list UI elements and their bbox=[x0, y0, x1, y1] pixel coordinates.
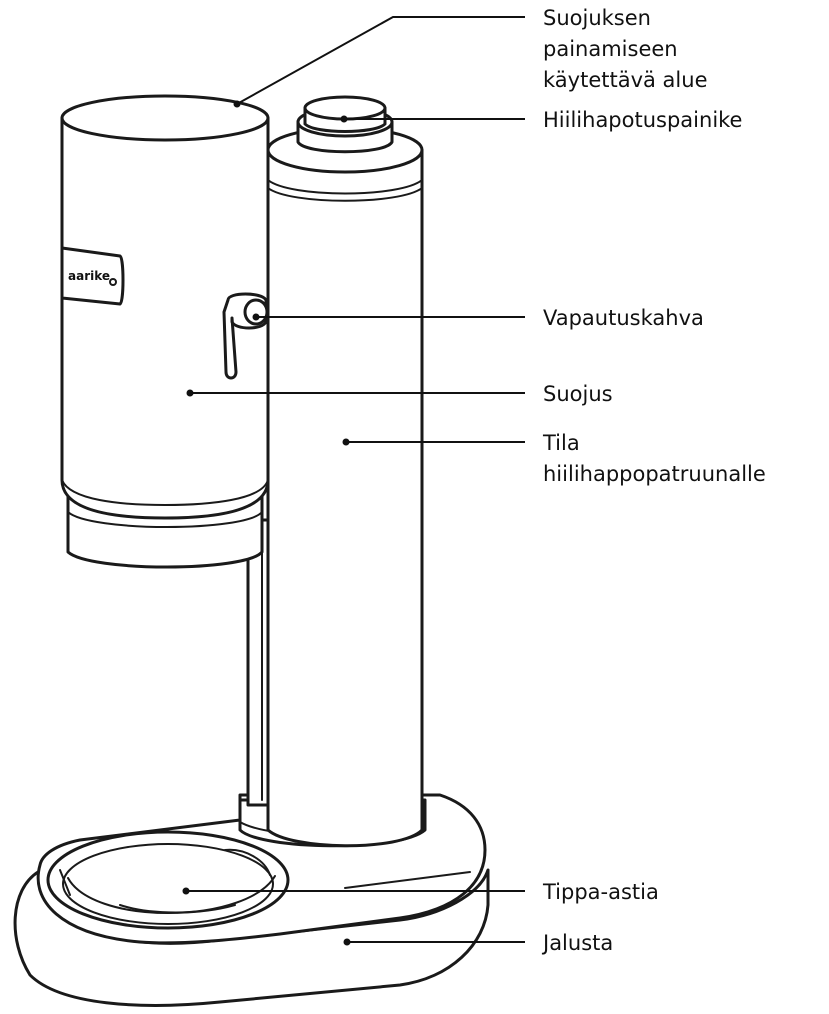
label-cartridge-space-line-1: Tila bbox=[542, 431, 580, 455]
label-lid-press-area: Suojuksen painamiseen käytettävä alue bbox=[543, 6, 707, 92]
rear-post bbox=[246, 518, 270, 807]
label-base: Jalusta bbox=[541, 931, 613, 955]
label-lid-press-area-line-2: painamiseen bbox=[543, 37, 678, 61]
label-cartridge-space: Tila hiilihappopatruunalle bbox=[542, 431, 766, 486]
label-lid-press-area-line-1: Suojuksen bbox=[543, 6, 651, 30]
drip-tray bbox=[46, 830, 290, 930]
cartridge-column bbox=[266, 126, 424, 848]
label-lid-press-area-line-3: käytettävä alue bbox=[543, 68, 707, 92]
leader-lines bbox=[182, 16, 525, 946]
carbonation-button bbox=[296, 95, 394, 154]
cover: aarike bbox=[60, 94, 270, 569]
label-release-handle: Vapautuskahva bbox=[543, 306, 704, 330]
label-drip-tray: Tippa-astia bbox=[542, 880, 659, 904]
label-cover: Suojus bbox=[543, 382, 613, 406]
label-carbonation-button: Hiilihapotuspainike bbox=[543, 108, 742, 132]
brand-logo-text: aarike bbox=[68, 269, 110, 283]
label-cartridge-space-line-2: hiilihappopatruunalle bbox=[543, 462, 766, 486]
leader-lid-press-area bbox=[236, 16, 525, 105]
callout-labels: Suojuksen painamiseen käytettävä alue Hi… bbox=[541, 6, 766, 955]
